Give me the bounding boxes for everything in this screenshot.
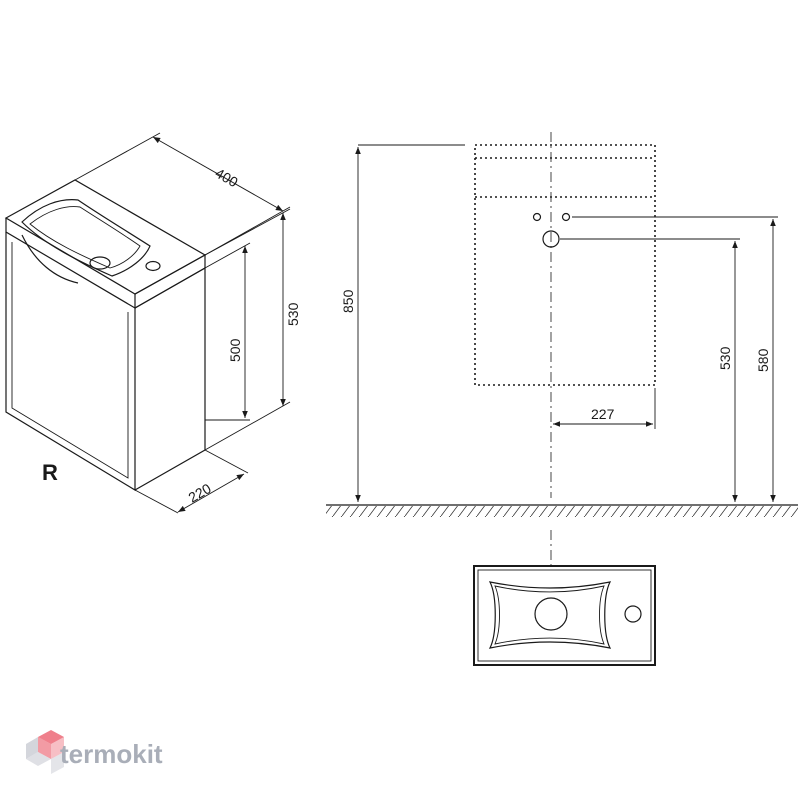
basin-top-face — [4, 179, 207, 295]
floor-hatch — [326, 506, 798, 517]
dim-ext-530-bottom — [204, 401, 291, 451]
variant-label: R — [42, 460, 58, 485]
cabinet-front-face — [5, 232, 136, 492]
dim-label-drain-height: 530 — [717, 346, 733, 370]
dim-ext-220-left — [134, 489, 179, 514]
basin-plan-bowl — [488, 581, 612, 649]
basin-side-face — [134, 253, 206, 309]
basin-plan-inner — [477, 569, 652, 662]
front-cutout — [21, 234, 79, 284]
dim-ext-400-left — [74, 132, 161, 181]
dim-line-400 — [152, 136, 284, 212]
dim-ext-530-top — [204, 208, 291, 256]
supply-hole-right — [561, 212, 571, 222]
dim-label-supply-height: 580 — [755, 348, 771, 372]
drain-pipe — [542, 230, 560, 248]
isometric-cabinet-view: R 400 530 500 220 — [4, 132, 301, 514]
dim-ext-500-top — [204, 242, 251, 269]
dim-label-drain-offset: 227 — [591, 406, 615, 422]
brand-logo: termokit — [26, 730, 163, 774]
front-elevation-view: 850 580 530 227 — [326, 132, 798, 517]
cabinet-door — [11, 242, 129, 479]
supply-hole-left — [532, 212, 542, 222]
top-plan-view — [473, 530, 656, 666]
dim-line-220 — [177, 473, 245, 513]
basin-front-face — [5, 218, 136, 310]
basin-plan-drain — [534, 597, 568, 631]
dim-label-total-height: 850 — [340, 289, 356, 313]
basin-plan-tap-hole — [624, 605, 642, 623]
cabinet-outline-dotted — [474, 144, 656, 386]
cube-icon — [26, 730, 64, 774]
dim-ext-220-right — [204, 449, 249, 474]
brand-name: termokit — [60, 739, 163, 769]
tap-hole — [145, 260, 161, 272]
cabinet-side-face — [134, 266, 206, 491]
dim-label-depth: 220 — [186, 480, 214, 506]
dim-label-basin-height: 530 — [285, 302, 301, 326]
basin-bowl — [21, 199, 151, 277]
basin-plan-outer — [473, 565, 656, 666]
drain-hole — [89, 256, 111, 270]
dim-label-width: 400 — [213, 165, 241, 191]
basin-bowl-inner — [29, 206, 141, 269]
dim-label-cabinet-height: 500 — [227, 338, 243, 362]
basin-plan-bowl-inner — [494, 585, 605, 645]
